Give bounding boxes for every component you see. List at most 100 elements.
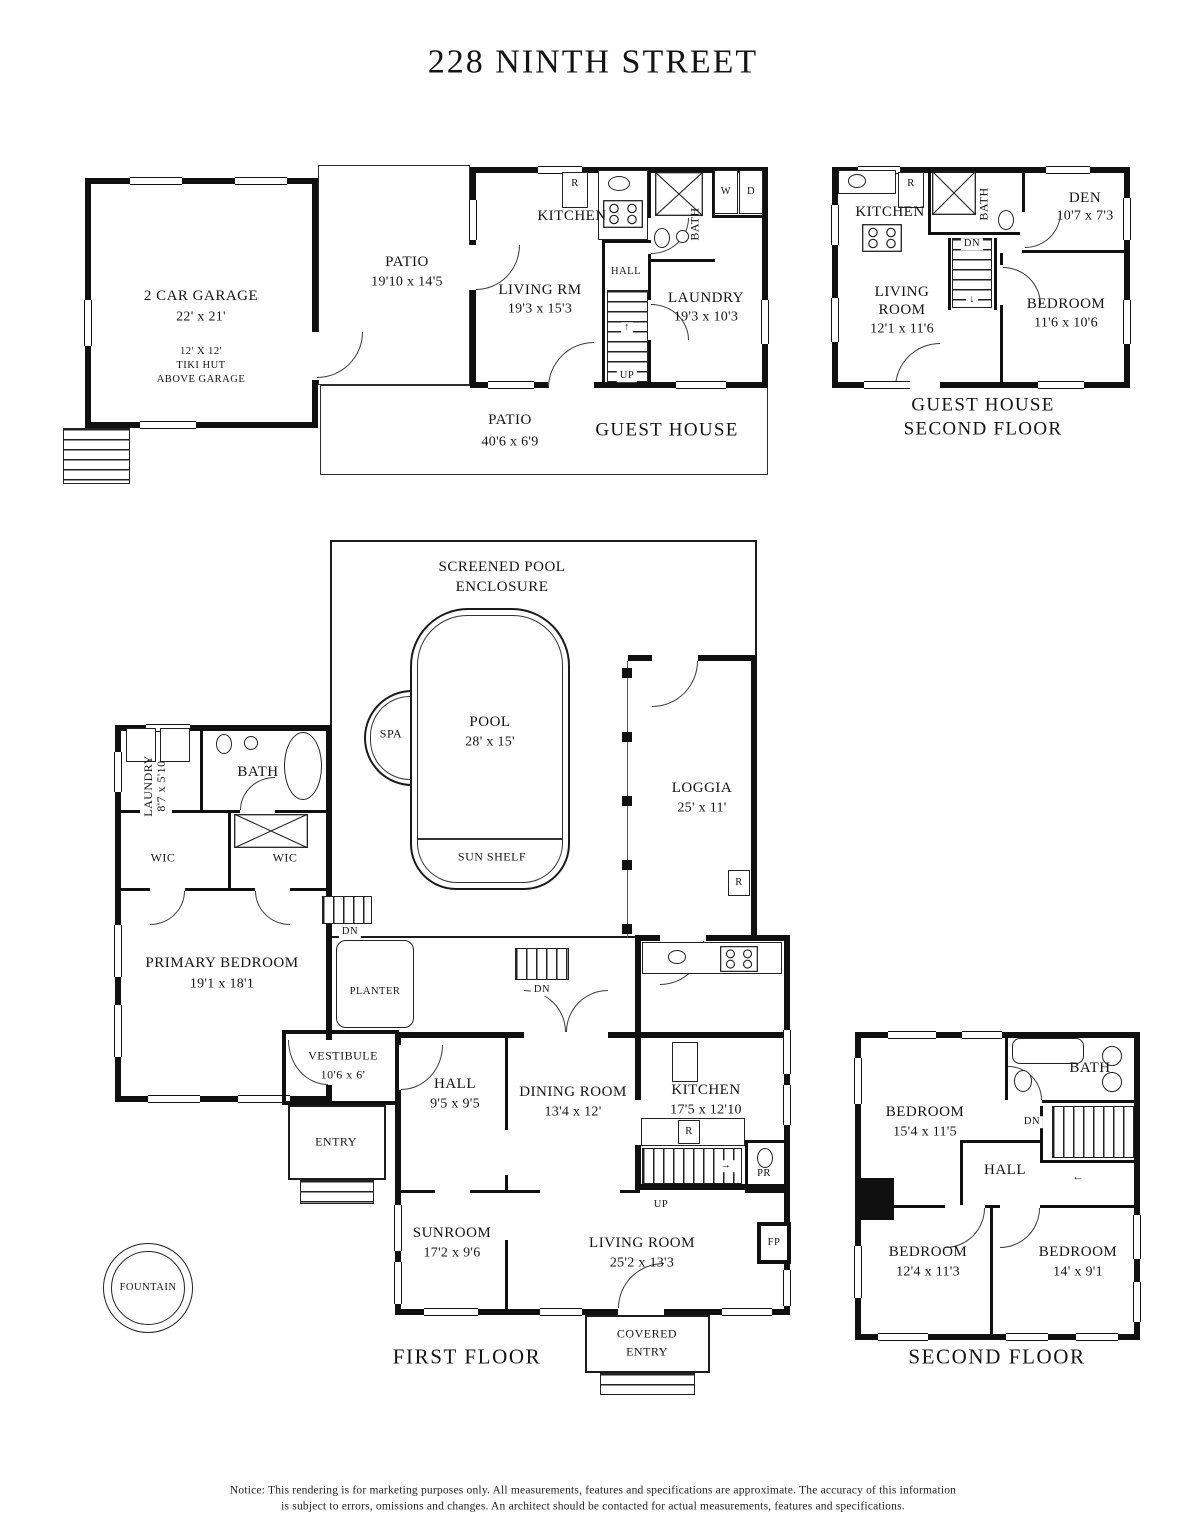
bedroom1-dims: 15'4 x 11'5 <box>893 1124 957 1140</box>
fountain-label: FOUNTAIN <box>116 1282 180 1294</box>
toilet-icon <box>1014 1070 1032 1092</box>
window-marker <box>394 1205 402 1251</box>
window-marker <box>722 1308 772 1316</box>
wall <box>960 1140 1040 1143</box>
wall <box>1042 1100 1140 1103</box>
steps-down-label: DN <box>530 984 554 996</box>
window-marker <box>783 1030 791 1074</box>
powder-room-label: PR <box>757 1168 771 1180</box>
wall <box>470 1190 540 1193</box>
vestibule-name: VESTIBULE <box>308 1048 378 1063</box>
bedroom2-name: BEDROOM <box>888 1243 968 1260</box>
hall-dims: 9'5 x 9'5 <box>430 1096 480 1112</box>
stairs-down-label: DN <box>960 238 984 250</box>
window-marker <box>1046 166 1090 174</box>
hall-name: HALL <box>434 1075 476 1092</box>
guest2-den-dims: 10'7 x 7'3 <box>1056 208 1114 224</box>
pool-inner-edge <box>417 615 563 883</box>
window-marker <box>1123 198 1131 240</box>
sun-shelf-edge <box>418 838 562 840</box>
garage-name: 2 CAR GARAGE <box>143 287 259 304</box>
primary-bedroom-name: PRIMARY BEDROOM <box>145 954 299 971</box>
wall <box>275 810 332 813</box>
shower-icon <box>932 171 976 215</box>
window-marker <box>424 1308 478 1316</box>
wall <box>928 167 931 232</box>
window-marker <box>864 381 910 389</box>
planter <box>336 940 414 1028</box>
wall <box>855 1205 945 1208</box>
toilet-icon <box>757 1148 773 1168</box>
entry-label: ENTRY <box>315 1134 357 1149</box>
sink-icon <box>1102 1072 1122 1092</box>
deck-steps <box>515 948 569 980</box>
vestibule <box>282 1030 399 1105</box>
wall <box>751 655 757 938</box>
guest1-laundry-name: LAUNDRY <box>667 289 745 306</box>
first-floor-caption: FIRST FLOOR <box>392 1344 542 1369</box>
wall <box>698 655 757 661</box>
bedroom3-name: BEDROOM <box>1038 1243 1118 1260</box>
window-marker <box>140 421 196 429</box>
window-marker <box>84 300 92 346</box>
window-marker <box>114 1005 122 1057</box>
shower-icon <box>655 172 703 216</box>
primary-bath-label: BATH <box>237 763 279 780</box>
guest2-living-dims: 12'1 x 11'6 <box>870 321 934 337</box>
pool-dims: 28' x 15' <box>465 734 515 750</box>
patio-upper-dims: 19'10 x 14'5 <box>371 274 443 290</box>
window-marker <box>783 1085 791 1125</box>
sun-shelf-label: SUN SHELF <box>457 849 527 864</box>
page-title: 228 NINTH STREET <box>427 43 759 81</box>
fridge-box <box>728 870 750 896</box>
door-opening <box>469 245 477 290</box>
wall <box>620 1190 640 1193</box>
stairs-arrow-icon: ← <box>1069 1172 1087 1184</box>
stove-icon <box>603 200 643 228</box>
wall <box>648 340 651 388</box>
pool-name: POOL <box>469 713 511 730</box>
guest1-kitchen-label: KITCHEN <box>537 207 607 224</box>
window-marker <box>1038 381 1084 389</box>
washer-box <box>126 728 156 762</box>
fridge-label: R <box>735 877 743 889</box>
garage-dims: 22' x 21' <box>176 309 226 325</box>
wall <box>1022 250 1130 253</box>
fridge-label: R <box>907 178 915 190</box>
guest2-bedroom-name: BEDROOM <box>1026 295 1106 312</box>
tiki-note: TIKI HUT <box>176 360 226 372</box>
wall <box>1040 1205 1140 1208</box>
wall <box>1000 305 1003 388</box>
stairs-up <box>607 290 648 382</box>
window-marker <box>831 205 839 245</box>
sink-icon <box>676 230 689 243</box>
wall <box>648 167 651 218</box>
wall <box>712 215 768 218</box>
fridge-label: R <box>571 178 579 190</box>
patio-lower-name: PATIO <box>488 411 532 428</box>
chimney <box>858 1178 894 1220</box>
wall <box>648 259 715 262</box>
bedroom2-dims: 12'4 x 11'3 <box>896 1264 960 1280</box>
patio-upper-name: PATIO <box>385 253 429 270</box>
notice-text: is subject to errors, omissions and chan… <box>281 1500 905 1513</box>
sink-icon <box>668 950 686 964</box>
guest2-kitchen-label: KITCHEN <box>855 203 925 220</box>
sink-icon <box>244 736 258 750</box>
window-marker <box>1123 300 1131 344</box>
wall <box>994 238 997 310</box>
wall <box>745 1140 787 1143</box>
window-marker <box>831 298 839 342</box>
wall <box>1000 253 1003 265</box>
spa-label: SPA <box>379 726 403 741</box>
wall <box>290 888 332 891</box>
door-opening <box>634 1100 642 1145</box>
enclosure-label: ENCLOSURE <box>455 578 549 595</box>
window-marker <box>854 1058 862 1104</box>
window-marker <box>130 177 182 185</box>
covered-entry-label: COVERED <box>616 1326 678 1341</box>
tub-icon <box>284 732 322 800</box>
wall <box>200 725 203 810</box>
